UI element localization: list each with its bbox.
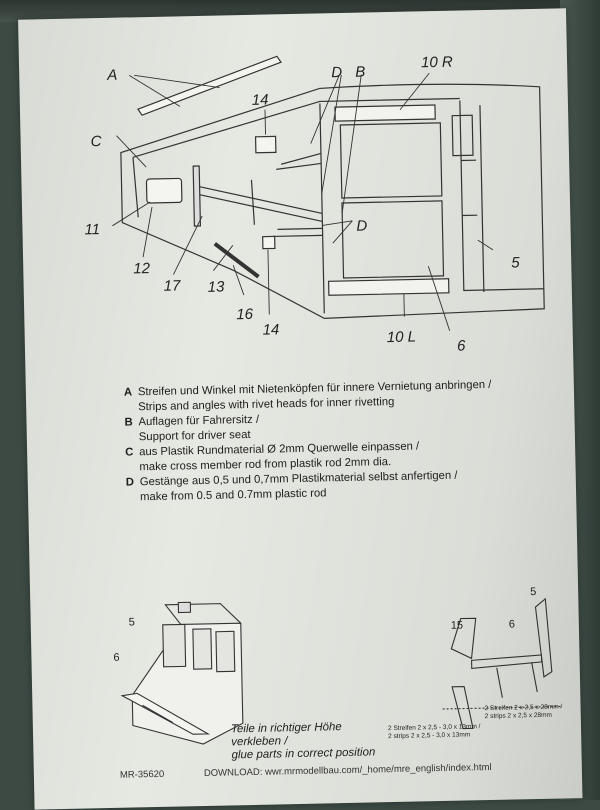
legend-en: make from 0.5 and 0.7mm plastic rod <box>139 486 327 503</box>
glue-de: Teile in richtiger Höhe <box>230 721 342 736</box>
callout-5: 5 <box>511 254 520 271</box>
legend-de: Auflagen für Fahrersitz / <box>138 413 260 429</box>
strips-note-1-en: 2 strips 2 x 2,5 - 3,0 x 13mm <box>388 731 470 740</box>
strips-note-1-de: 2 Streifen 2 x 2,5 - 3,0 x 13mm / <box>388 723 481 732</box>
callout-14-top: 14 <box>252 92 269 109</box>
callout-16: 16 <box>236 306 254 323</box>
callout-14-bottom: 14 <box>262 321 279 338</box>
hull-interior-diagram: A C D B 10 R 14 11 12 17 13 16 14 D 10 L… <box>84 54 545 355</box>
legend-key: D <box>125 476 135 489</box>
callout-10l: 10 L <box>387 328 417 346</box>
legend-key: B <box>124 416 133 429</box>
footer-code: MR-35620 <box>119 768 165 781</box>
seat-label-5: 5 <box>129 616 135 628</box>
instruction-sheet: A C D B 10 R 14 11 12 17 13 16 14 D 10 L… <box>18 8 583 810</box>
callout-c: C <box>90 133 101 150</box>
callout-a: A <box>106 67 117 84</box>
legend-key: C <box>125 446 134 459</box>
callout-10r: 10 R <box>421 54 453 72</box>
rail-10r <box>334 104 436 122</box>
callout-17: 17 <box>163 277 181 294</box>
seat-label-6b: 6 <box>509 618 515 630</box>
strips-note-2-de: 2 Streifen 2 x 2,5 x 28mm / <box>485 703 563 712</box>
legend: A Streifen und Winkel mit Nietenköpfen f… <box>124 376 566 505</box>
glue-de2: verkleben / <box>231 735 288 749</box>
rail-10l <box>327 278 450 296</box>
strips-note-2-en: 2 strips 2 x 2,5 x 28mm <box>485 712 552 720</box>
callout-d-mid: D <box>356 217 367 234</box>
callout-b: B <box>355 63 365 80</box>
seat-label-6: 6 <box>113 652 119 664</box>
callout-11: 11 <box>84 221 100 238</box>
legend-en: Support for driver seat <box>138 428 251 443</box>
glue-en: glue parts in correct position <box>231 746 376 762</box>
seat-label-5b: 5 <box>530 586 536 598</box>
callout-6: 6 <box>457 337 466 354</box>
glue-note: Teile in richtiger Höhe verkleben / glue… <box>231 720 376 762</box>
legend-de: Streifen und Winkel mit Nietenköpfen für… <box>137 378 492 399</box>
hull-outline <box>120 83 545 319</box>
seat-assembly-diagram: 5 6 15 6 5 2 Streifen 2 x 2,5 - 3,0 x 13… <box>113 586 563 745</box>
footer-download: DOWNLOAD: wwr.mrmodellbau.com/_home/mre_… <box>203 761 492 780</box>
seat-label-15: 15 <box>451 620 463 632</box>
legend-key: A <box>123 386 133 399</box>
callout-12: 12 <box>133 260 151 277</box>
callout-d-top: D <box>331 64 342 81</box>
callout-13: 13 <box>208 278 226 295</box>
